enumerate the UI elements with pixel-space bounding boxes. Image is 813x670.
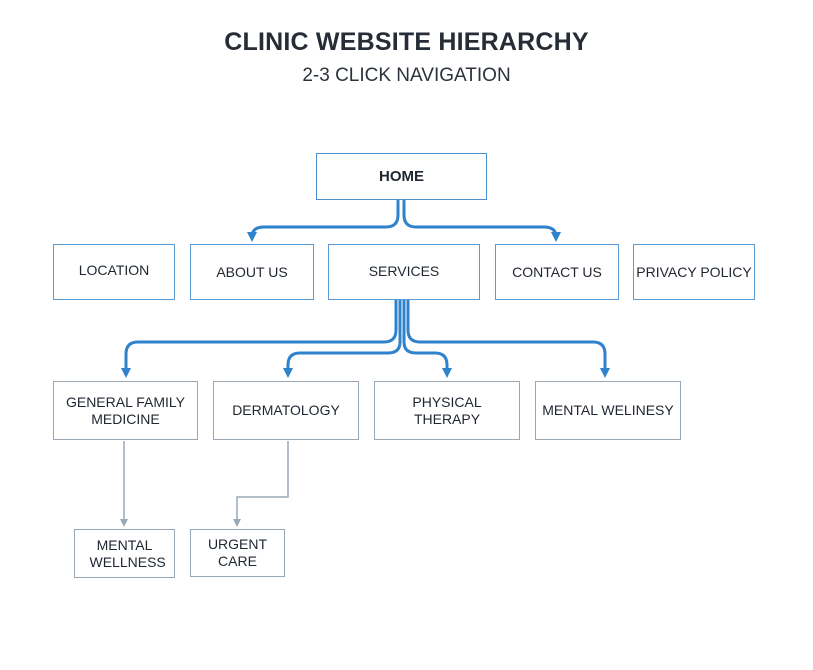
diagram-subtitle: 2-3 CLICK NAVIGATION [302, 65, 511, 86]
contact-us-label: CONTACT US [512, 263, 602, 280]
dermatology-label: DERMATOLOGY [232, 402, 340, 419]
location-node[interactable]: LOCATION [53, 244, 175, 300]
about-us-label: ABOUT US [216, 263, 288, 280]
urgent-care-node[interactable]: URGENT CARE [190, 529, 285, 577]
privacy-policy-label: PRIVACY POLICY [636, 263, 752, 280]
location-label: LOCATION [78, 262, 150, 278]
urgent-care-label: URGENT CARE [207, 536, 268, 569]
mental-welinesy-label: MENTAL WELINESY [542, 402, 674, 419]
home-connector [247, 199, 561, 242]
general-family-medicine-label: GENERAL FAMILY MEDICINE [65, 393, 186, 427]
physical-therapy-label: PHYSICAL THERAPY [412, 393, 482, 427]
sub-connector [120, 441, 289, 527]
physical-therapy-node[interactable]: PHYSICAL THERAPY [374, 381, 520, 440]
services-label: SERVICES [368, 263, 440, 279]
dermatology-node[interactable]: DERMATOLOGY [213, 381, 359, 440]
mental-wellness-node[interactable]: MENTAL WELLNESS [74, 529, 175, 578]
services-connector [121, 298, 610, 378]
mental-welinesy-node[interactable]: MENTAL WELINESY [535, 381, 681, 440]
contact-us-node[interactable]: CONTACT US [495, 244, 619, 300]
home-node[interactable]: HOME [316, 153, 487, 200]
privacy-policy-node[interactable]: PRIVACY POLICY [633, 244, 755, 300]
diagram-title: CLINIC WEBSITE HIERARCHY [224, 28, 589, 56]
mental-wellness-label: MENTAL WELLNESS [89, 536, 166, 570]
home-label: HOME [379, 167, 424, 185]
services-node[interactable]: SERVICES [328, 244, 480, 300]
general-family-medicine-node[interactable]: GENERAL FAMILY MEDICINE [53, 381, 198, 440]
about-us-node[interactable]: ABOUT US [190, 244, 314, 300]
